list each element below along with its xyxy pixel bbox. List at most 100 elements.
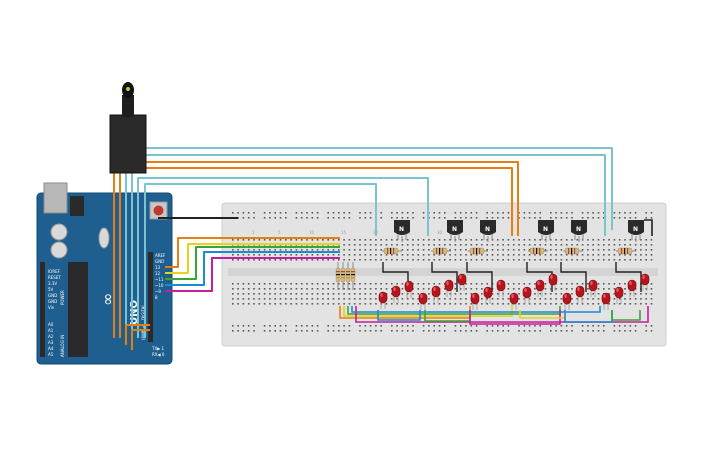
bus-wire[interactable] [377, 310, 421, 321]
wire-black[interactable] [431, 262, 458, 292]
led[interactable] [431, 285, 441, 298]
breadboard-hole [629, 244, 632, 246]
wire-magenta[interactable] [165, 257, 340, 292]
breadboard-hole [285, 288, 287, 290]
breadboard-hole [422, 212, 425, 214]
led[interactable] [627, 279, 637, 292]
breadboard-hole [613, 239, 616, 241]
breadboard-hole [518, 288, 520, 290]
led[interactable] [575, 285, 585, 298]
wire-orange[interactable] [165, 237, 340, 268]
breadboard-hole [539, 212, 541, 214]
wire-black[interactable] [466, 262, 493, 292]
led[interactable] [522, 286, 532, 299]
wire-black[interactable] [560, 262, 587, 292]
breadboard-hole [375, 283, 377, 285]
led[interactable] [601, 292, 611, 305]
wire-cyan[interactable] [144, 183, 377, 338]
wire-yellow[interactable] [165, 243, 340, 274]
breadboard-hole [396, 303, 398, 305]
led[interactable] [444, 279, 454, 292]
wire-orange[interactable] [113, 167, 513, 338]
breadboard-hole [550, 298, 552, 300]
led[interactable] [470, 292, 480, 305]
breadboard-hole [544, 254, 547, 256]
breadboard-hole [401, 293, 404, 295]
led[interactable] [457, 273, 467, 286]
breadboard-hole [581, 212, 584, 214]
bus-wire[interactable] [343, 306, 513, 317]
pin-label: Vin [48, 305, 55, 310]
wire-cyan[interactable] [125, 154, 606, 338]
breadboard-hole [290, 303, 292, 305]
wire-orange[interactable] [119, 161, 519, 338]
tx-label: TX▶ 1 [151, 346, 165, 351]
breadboard-hole [497, 244, 499, 246]
transistor[interactable]: N [571, 220, 587, 242]
wire-blue[interactable] [165, 251, 340, 286]
wire-cyan[interactable] [131, 147, 613, 338]
breadboard-hole [343, 293, 345, 295]
led[interactable] [562, 292, 572, 305]
breadboard-hole [306, 293, 308, 295]
breadboard-hole [470, 244, 473, 246]
breadboard-hole [465, 298, 467, 300]
transistor[interactable]: N [480, 220, 496, 242]
breadboard-hole [300, 239, 303, 241]
breadboard-hole [311, 239, 314, 241]
led[interactable] [548, 273, 558, 286]
reset-button-cap[interactable] [153, 205, 164, 216]
breadboard-hole [650, 217, 653, 219]
breadboard-hole [650, 259, 653, 261]
led[interactable] [509, 292, 519, 305]
breadboard-hole [587, 283, 589, 285]
bus-wire[interactable] [355, 306, 649, 323]
breadboard-hole [444, 239, 446, 241]
led[interactable] [535, 279, 545, 292]
breadboard-hole [369, 325, 372, 327]
breadboard-hole [634, 325, 637, 327]
breadboard-hole [592, 330, 594, 332]
breadboard-hole [544, 244, 547, 246]
wire-orange[interactable] [125, 324, 150, 345]
led-highlight [446, 281, 449, 285]
breadboard-hole [428, 283, 430, 285]
breadboard-hole [497, 298, 499, 300]
breadboard-hole [565, 283, 568, 285]
analog-pin-labels: A0 A1 A2 A3 A4 A5 [48, 322, 54, 357]
transistor[interactable]: N [538, 220, 554, 242]
wire-orange[interactable] [131, 329, 150, 350]
led[interactable] [404, 280, 414, 293]
wire-green[interactable] [165, 246, 340, 280]
breadboard-hole [396, 239, 398, 241]
bus-wire[interactable] [611, 310, 641, 321]
breadboard-hole [364, 283, 367, 285]
breadboard-hole [332, 325, 335, 327]
transistor[interactable]: N [628, 220, 644, 242]
transistor[interactable]: N [447, 220, 463, 242]
breadboard-hole [512, 244, 515, 246]
breadboard-hole [300, 298, 303, 300]
bus-wire[interactable] [469, 310, 561, 325]
led[interactable] [483, 286, 493, 299]
led[interactable] [640, 273, 650, 286]
breadboard-hole [375, 330, 377, 332]
breadboard-hole [650, 239, 653, 241]
breadboard-hole [507, 254, 510, 256]
breadboard-hole [438, 298, 441, 300]
breadboard-hole [523, 244, 526, 246]
led[interactable] [391, 285, 401, 298]
breadboard-hole [311, 212, 314, 214]
led[interactable] [418, 292, 428, 305]
wire-black[interactable] [644, 219, 653, 236]
breadboard-hole [497, 217, 499, 219]
bus-wire[interactable] [351, 306, 601, 313]
breadboard-hole [603, 288, 605, 290]
led[interactable] [588, 279, 598, 292]
led[interactable] [378, 291, 388, 304]
transistor[interactable]: N [394, 220, 410, 242]
led[interactable] [496, 279, 506, 292]
wire-cyan[interactable] [137, 177, 429, 338]
led[interactable] [614, 286, 624, 299]
breadboard-hole [634, 249, 637, 251]
